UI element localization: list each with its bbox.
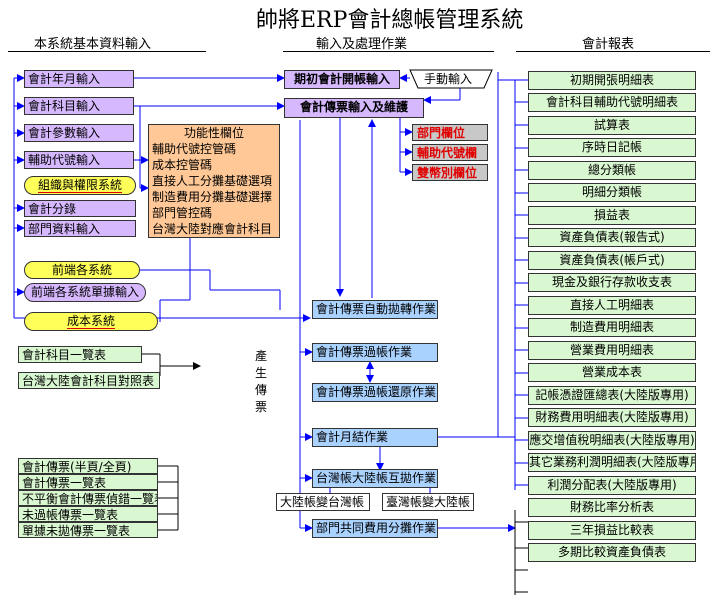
posting-job[interactable]: 會計傳票過帳作業 bbox=[312, 343, 438, 362]
header-right: 會計報表 bbox=[582, 37, 635, 52]
header-left-underline bbox=[8, 51, 206, 52]
opening-balance-input[interactable]: 期初會計開帳輸入 bbox=[284, 70, 400, 89]
report-profit-distribution-cn[interactable]: 利潤分配表(大陸版專用) bbox=[528, 476, 696, 495]
auto-flush-job[interactable]: 會計傳票自動拋轉作業 bbox=[312, 300, 438, 319]
field-aux-code: 輔助代號欄 bbox=[412, 144, 488, 161]
manual-input-label: 手動輸入 bbox=[424, 72, 473, 86]
functional-field-item: 成本控管碼 bbox=[152, 158, 213, 172]
frontend-systems[interactable]: 前端各系統 bbox=[24, 261, 140, 279]
report-tw-cn-account-map[interactable]: 台灣大陸會計科目對照表 bbox=[18, 372, 160, 389]
report-income-statement[interactable]: 損益表 bbox=[528, 206, 696, 225]
month-close-job[interactable]: 會計月結作業 bbox=[312, 428, 438, 447]
report-operating-expense[interactable]: 營業費用明細表 bbox=[528, 341, 696, 360]
department-input[interactable]: 部門資料輸入 bbox=[24, 220, 136, 237]
page-title: 帥將ERP會計總帳管理系統 bbox=[256, 8, 524, 33]
voucher-input-maintain[interactable]: 會計傳票輸入及維護 bbox=[284, 98, 424, 118]
report-journal[interactable]: 序時日記帳 bbox=[528, 138, 696, 157]
functional-field-item: 輔助代號控管碼 bbox=[152, 142, 237, 156]
org-permission-system[interactable]: 組織與權限系統 bbox=[24, 176, 136, 195]
report-balance-sheet-account[interactable]: 資產負債表(帳戶式) bbox=[528, 251, 696, 270]
header-right-underline bbox=[516, 51, 710, 52]
report-subsidiary-ledger[interactable]: 明細分類帳 bbox=[528, 183, 696, 202]
functional-fields-box: 功能性欄位 輔助代號控管碼 成本控管碼 直接人工分攤基礎選項 制造費用分攤基礎選… bbox=[148, 124, 280, 238]
posting-restore-job[interactable]: 會計傳票過帳還原作業 bbox=[312, 383, 438, 402]
accounting-entry[interactable]: 會計分錄 bbox=[24, 200, 136, 217]
report-account-list[interactable]: 會計科目一覽表 bbox=[18, 346, 142, 363]
report-operating-cost[interactable]: 營業成本表 bbox=[528, 363, 696, 382]
tw-cn-exchange-job[interactable]: 台灣帳大陸帳互拋作業 bbox=[312, 469, 438, 488]
produce-voucher-text: 產生傳票 bbox=[254, 349, 267, 414]
tw-to-cn: 臺灣帳變大陸帳 bbox=[382, 493, 474, 511]
functional-field-item: 部門管控碼 bbox=[152, 206, 213, 220]
report-unthrown[interactable]: 單據未拋傳票一覽表 bbox=[18, 522, 158, 538]
org-permission-label: 組織與權限系統 bbox=[37, 178, 122, 193]
field-department: 部門欄位 bbox=[412, 124, 488, 141]
report-trial-balance[interactable]: 試算表 bbox=[528, 116, 696, 135]
report-manufacturing-cost[interactable]: 制造費用明細表 bbox=[528, 318, 696, 337]
report-other-profit-cn[interactable]: 其它業務利潤明細表(大陸版專用) bbox=[528, 453, 696, 472]
report-direct-labor[interactable]: 直接人工明細表 bbox=[528, 296, 696, 315]
field-dual-currency: 雙幣別欄位 bbox=[412, 164, 488, 181]
input-accounting-period[interactable]: 會計年月輸入 bbox=[24, 70, 134, 88]
report-financial-ratio[interactable]: 財務比率分析表 bbox=[528, 498, 696, 517]
report-cash-bank[interactable]: 現金及銀行存款收支表 bbox=[528, 273, 696, 292]
cost-system[interactable]: 成本系統 bbox=[24, 312, 158, 331]
report-opening-detail[interactable]: 初期開張明細表 bbox=[528, 71, 696, 90]
report-account-aux-detail[interactable]: 會計科目輔助代號明細表 bbox=[528, 93, 696, 112]
report-finance-expense-cn[interactable]: 財務費用明細表(大陸版專用) bbox=[528, 408, 696, 427]
functional-fields-title: 功能性欄位 bbox=[183, 126, 244, 140]
functional-field-item: 制造費用分攤基礎選擇 bbox=[152, 190, 273, 204]
input-aux-code[interactable]: 輔助代號輸入 bbox=[24, 151, 134, 169]
report-general-ledger[interactable]: 總分類帳 bbox=[528, 161, 696, 180]
cn-to-tw: 大陸帳變台灣帳 bbox=[276, 493, 370, 511]
header-middle: 輸入及處理作業 bbox=[316, 37, 408, 52]
header-middle-underline bbox=[283, 51, 494, 52]
report-vat-cn[interactable]: 應交增值稅明細表(大陸版專用) bbox=[528, 431, 696, 450]
dept-shared-cost-job[interactable]: 部門共同費用分攤作業 bbox=[312, 519, 438, 538]
report-balance-sheet-report[interactable]: 資產負債表(報告式) bbox=[528, 228, 696, 247]
report-multi-period-bs[interactable]: 多期比較資產負債表 bbox=[528, 543, 696, 562]
header-left: 本系統基本資料輸入 bbox=[34, 37, 152, 52]
input-accounting-params[interactable]: 會計參數輸入 bbox=[24, 124, 134, 142]
functional-field-item: 台灣大陸對應會計科目 bbox=[152, 222, 273, 236]
report-unbalanced[interactable]: 不平衡會計傳票偵錯一覽表 bbox=[18, 490, 158, 506]
produce-voucher-label: 產生傳票 bbox=[254, 348, 268, 416]
cost-system-label: 成本系統 bbox=[66, 314, 115, 329]
functional-field-item: 直接人工分攤基礎選項 bbox=[152, 174, 273, 188]
report-unposted[interactable]: 未過帳傳票一覽表 bbox=[18, 506, 158, 522]
report-three-year-pl[interactable]: 三年損益比較表 bbox=[528, 521, 696, 540]
report-voucher-list[interactable]: 會計傳票一覽表 bbox=[18, 474, 158, 490]
input-account-subject[interactable]: 會計科目輸入 bbox=[24, 97, 134, 115]
report-voucher-summary-cn[interactable]: 記帳憑證匯總表(大陸版專用) bbox=[528, 386, 696, 405]
frontend-document-input[interactable]: 前端各系統單據輸入 bbox=[24, 283, 146, 302]
report-voucher[interactable]: 會計傳票(半頁/全頁) bbox=[18, 458, 158, 474]
